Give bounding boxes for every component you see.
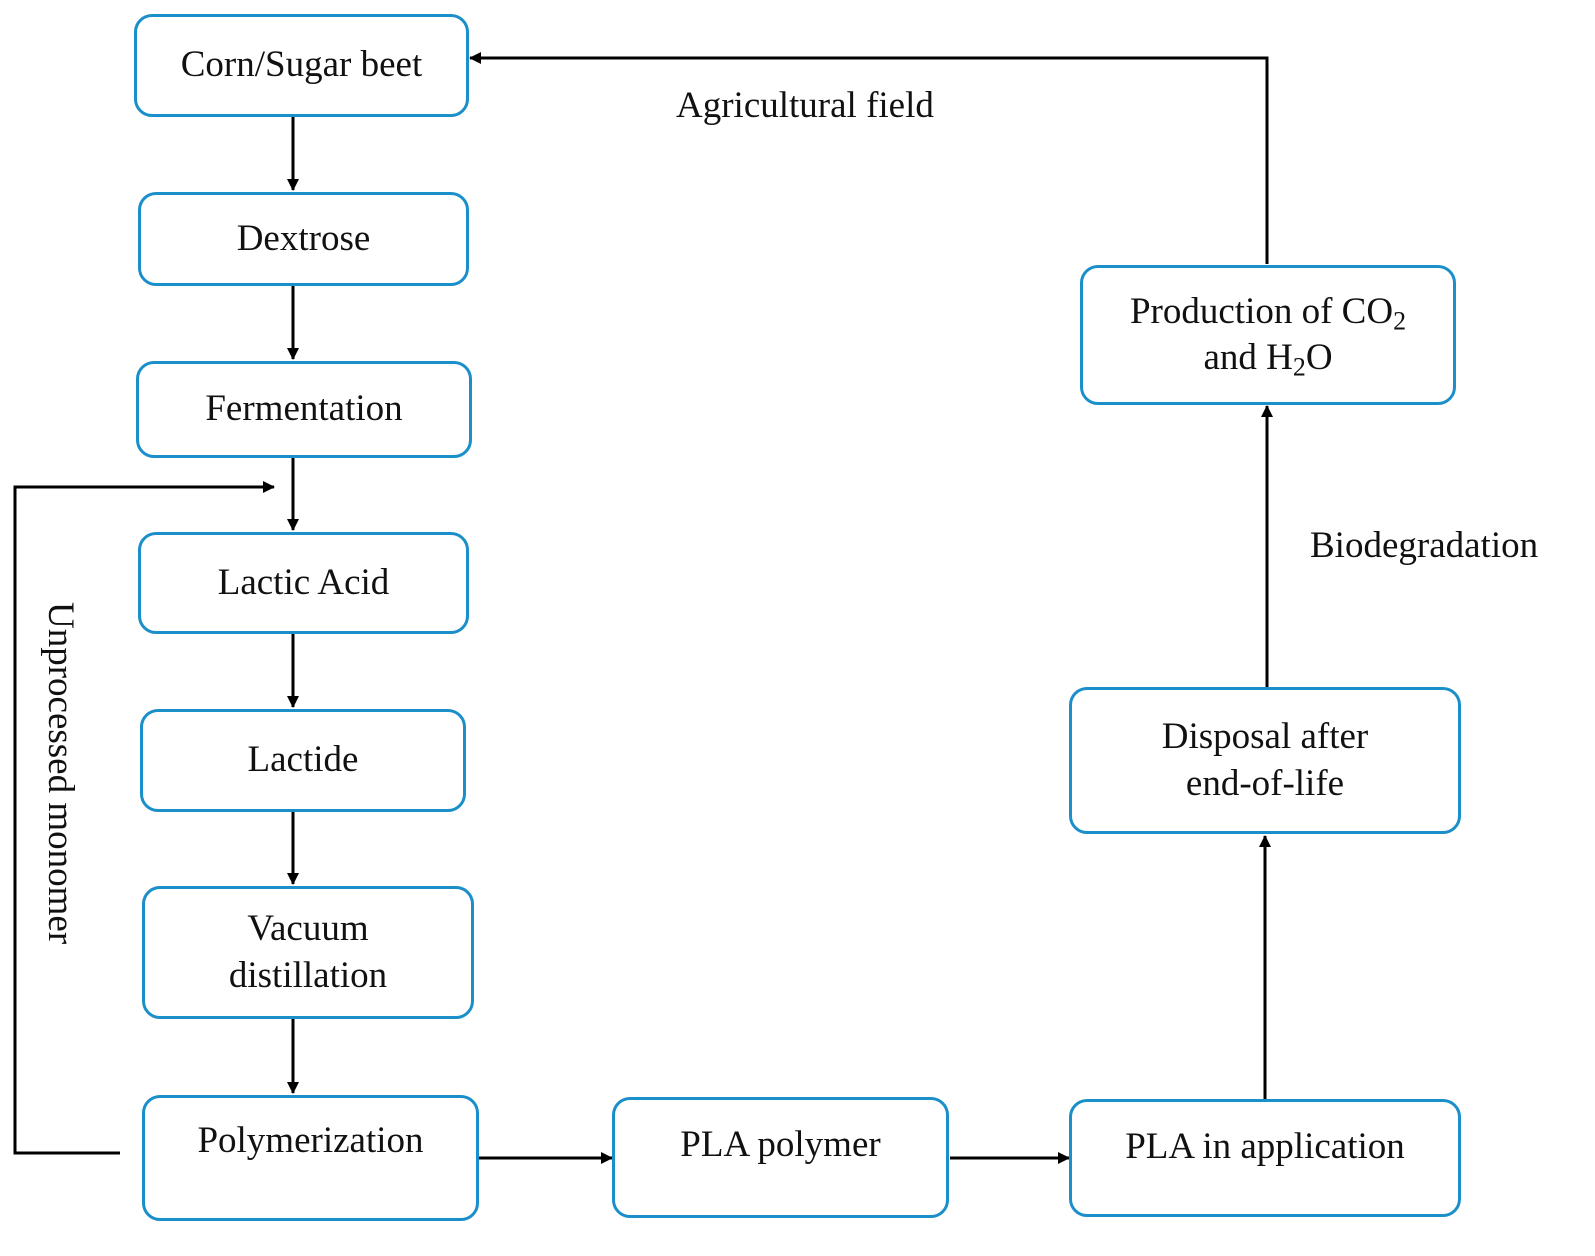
node-disposal-after-end-of-life: Disposal after end-of-life (1069, 687, 1461, 834)
label-unprocessed-monomer: Unprocessed monomer (40, 602, 81, 945)
node-label: Corn/Sugar beet (180, 44, 423, 86)
label-agricultural-field: Agricultural field (676, 85, 934, 126)
node-label-line-1: Production of CO2 (1129, 290, 1407, 336)
node-dextrose: Dextrose (138, 192, 469, 286)
node-label: PLA in application (1125, 1126, 1405, 1167)
arrow-production-to-corn (469, 52, 1269, 264)
node-lactic-acid: Lactic Acid (138, 532, 469, 634)
node-pla-polymer: PLA polymer (612, 1097, 949, 1218)
node-polymerization: Polymerization (142, 1095, 479, 1221)
node-corn-sugar-beet: Corn/Sugar beet (134, 14, 469, 117)
node-vacuum-distillation: Vacuum distillation (142, 886, 474, 1019)
arrow-unprocessed-monomer-loop (13, 481, 275, 1155)
node-label: Dextrose (236, 217, 371, 259)
node-label-line-2: distillation (228, 954, 388, 996)
node-label: Fermentation (205, 388, 403, 430)
node-label: Lactic Acid (217, 561, 390, 603)
node-production-co2-h2o: Production of CO2 and H2O (1080, 265, 1456, 405)
node-label: PLA polymer (680, 1124, 881, 1165)
node-lactide: Lactide (140, 709, 466, 812)
node-label-line-2: and H2O (1203, 337, 1333, 382)
node-label-line-1: Vacuum (247, 908, 369, 950)
node-label-line-2: end-of-life (1185, 762, 1345, 804)
node-pla-in-application: PLA in application (1069, 1099, 1461, 1217)
node-label: Polymerization (197, 1120, 424, 1161)
label-biodegradation: Biodegradation (1310, 525, 1539, 566)
node-fermentation: Fermentation (136, 361, 472, 458)
node-label: Lactide (247, 739, 359, 781)
node-label-line-1: Disposal after (1161, 716, 1369, 758)
